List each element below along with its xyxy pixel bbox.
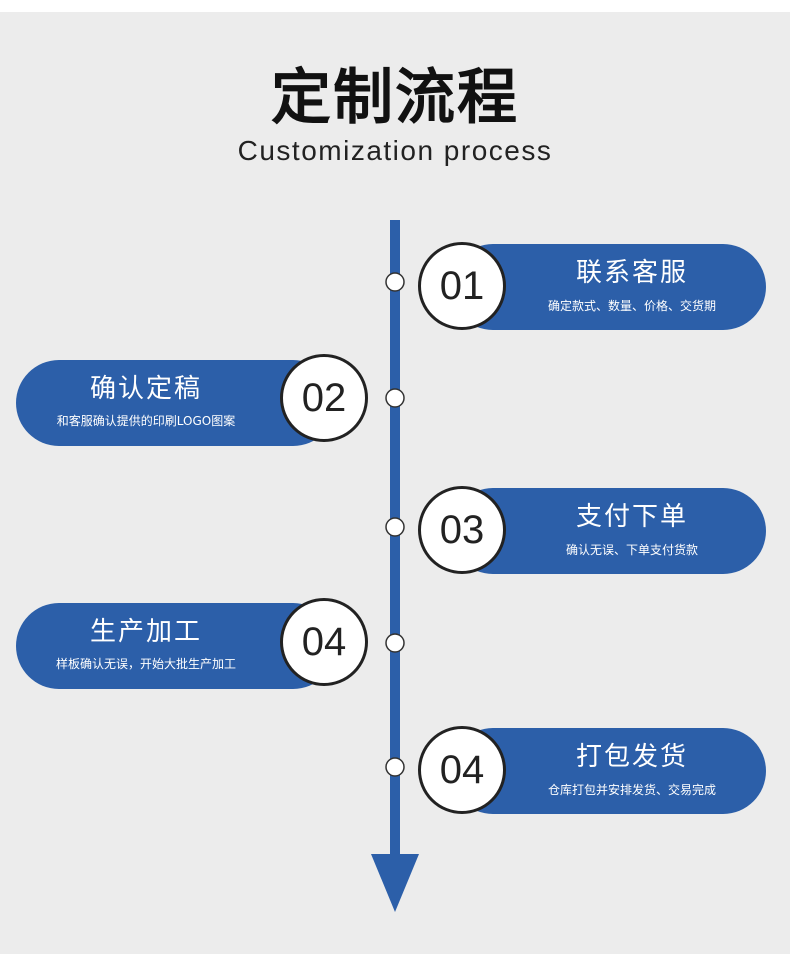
timeline-dot-4: [385, 633, 405, 653]
step-5-desc: 仓库打包并安排发货、交易完成: [547, 783, 716, 797]
step-4-title: 生产加工: [89, 617, 202, 647]
step-1-card: 联系客服 确定款式、数量、价格、交货期: [450, 244, 766, 330]
timeline-dot-2: [385, 388, 405, 408]
page-title: 定制流程: [271, 63, 519, 133]
page-subtitle: Customization process: [237, 135, 553, 166]
step-3-title: 支付下单: [575, 502, 688, 532]
timeline-arrow-icon: [371, 854, 419, 912]
step-2-title: 确认定稿: [89, 374, 202, 404]
step-4-number: 04: [280, 598, 368, 686]
step-4-card: 生产加工 样板确认无误，开始大批生产加工: [16, 603, 336, 689]
timeline-dot-3: [385, 517, 405, 537]
step-5-number: 04: [418, 726, 506, 814]
step-1-number: 01: [418, 242, 506, 330]
step-5-title: 打包发货: [575, 742, 688, 772]
step-3-desc: 确认无误、下单支付货款: [565, 543, 698, 557]
step-2-number: 02: [280, 354, 368, 442]
step-1-title: 联系客服: [575, 258, 688, 288]
timeline-dot-5: [385, 757, 405, 777]
step-5-card: 打包发货 仓库打包并安排发货、交易完成: [450, 728, 766, 814]
timeline-line: [390, 220, 400, 865]
step-2-card: 确认定稿 和客服确认提供的印刷LOGO图案: [16, 360, 336, 446]
step-1-desc: 确定款式、数量、价格、交货期: [547, 299, 716, 313]
step-2-desc: 和客服确认提供的印刷LOGO图案: [56, 414, 236, 428]
step-3-number: 03: [418, 486, 506, 574]
timeline-dot-1: [385, 272, 405, 292]
step-4-desc: 样板确认无误，开始大批生产加工: [55, 657, 236, 671]
